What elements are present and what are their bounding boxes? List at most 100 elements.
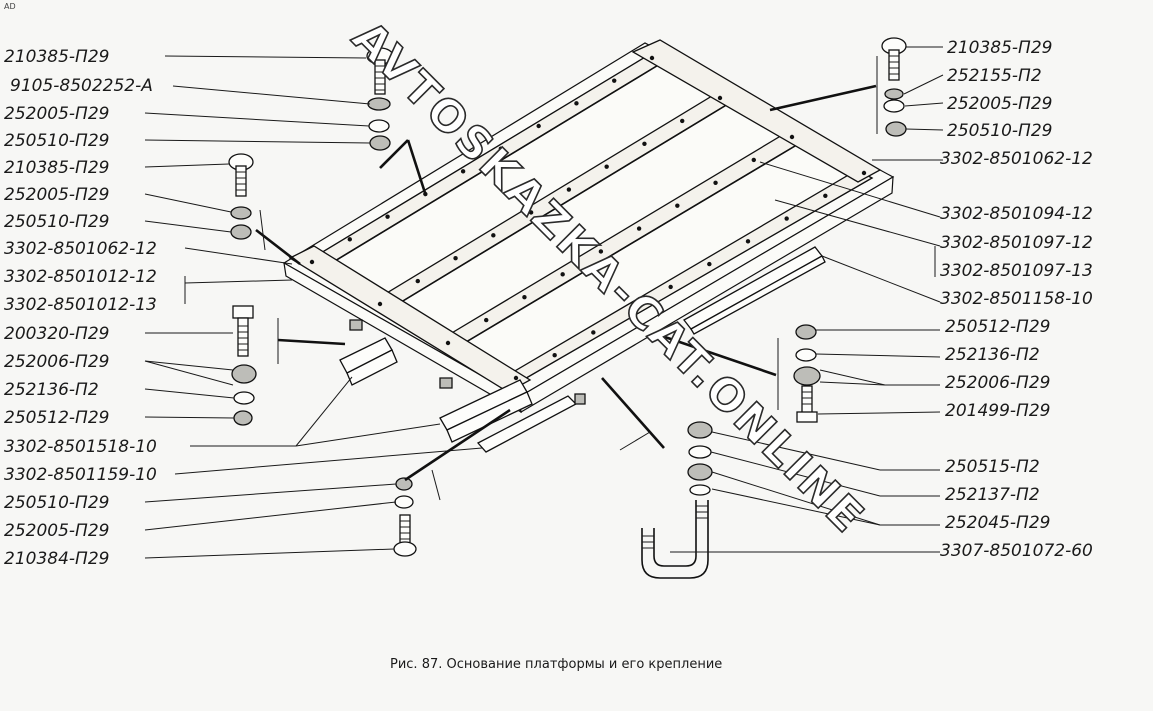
figure-caption: Рис. 87. Основание платформы и его крепл…: [390, 657, 722, 672]
nut: [233, 410, 253, 426]
bolt-head: [796, 411, 818, 423]
bolt-hole: [861, 170, 867, 176]
bolt-hole: [707, 261, 712, 267]
platform-frame: [282, 39, 895, 414]
washer: [367, 97, 391, 111]
bolt-hole: [823, 193, 828, 198]
washer: [368, 119, 390, 133]
bolt-hole: [528, 210, 534, 215]
part-label: 252005-П29: [947, 94, 1052, 114]
part-label: 210385-П29: [947, 38, 1052, 58]
bolt-shank: [374, 59, 386, 95]
bolt-hole: [347, 237, 352, 242]
bolt-hole: [536, 123, 541, 129]
bolt-hole: [629, 307, 635, 312]
u-bolt: [641, 500, 709, 579]
bolt-hole: [566, 187, 572, 192]
bolt-hole: [668, 284, 673, 290]
part-label: 3302-8501097-12: [940, 233, 1093, 253]
part-label: 210385-П29: [4, 158, 109, 178]
u-bolt-assembly: [641, 421, 713, 579]
washer: [230, 206, 252, 220]
bolt-hole: [642, 141, 647, 146]
washer: [689, 484, 711, 496]
rubber-bushing: [687, 463, 713, 481]
corner-mark: AD: [4, 2, 16, 11]
bolt-shank: [235, 165, 247, 197]
bolt-hole: [309, 259, 315, 265]
part-label: 250512-П29: [945, 317, 1050, 337]
bolt-stack-bottom: [393, 477, 417, 557]
bolt-hole: [574, 101, 579, 106]
bolt-hole: [717, 95, 723, 101]
leader-lines: [144, 46, 944, 559]
washer: [688, 445, 712, 459]
part-label: 200320-П29: [4, 324, 109, 344]
bolt-hole: [445, 340, 451, 346]
part-label: 210384-П29: [4, 549, 109, 569]
rubber-bushing: [793, 366, 821, 386]
part-label: 250510-П29: [4, 493, 109, 513]
part-label: 3302-8501012-12: [4, 267, 157, 287]
part-label: 250510-П29: [947, 121, 1052, 141]
nut: [795, 324, 817, 340]
nut: [395, 477, 413, 491]
washer: [394, 495, 414, 509]
part-label: 210385-П29: [4, 47, 109, 67]
nut: [687, 421, 713, 439]
bolt-shank: [237, 317, 249, 357]
bolt-hole: [636, 226, 642, 231]
part-label: 3302-8501159-10: [4, 465, 157, 485]
part-label: 3302-8501062-12: [940, 149, 1093, 169]
bolt-shank: [888, 49, 900, 81]
part-label: 252137-П2: [945, 485, 1040, 505]
part-label: 9105-8502252-А: [10, 76, 153, 96]
part-label: 201499-П29: [945, 401, 1050, 421]
bolt-hole: [604, 164, 609, 169]
nut: [230, 224, 252, 240]
nut: [885, 121, 907, 137]
part-labels-left: 210385-П29 9105-8502252-А 252005-П29 250…: [4, 47, 157, 569]
part-label: 250512-П29: [4, 408, 109, 428]
bolt-hole: [415, 278, 420, 284]
part-label: 3302-8501158-10: [940, 289, 1093, 309]
part-label: 3302-8501094-12: [940, 204, 1093, 224]
part-label: 3302-8501518-10: [4, 437, 157, 457]
part-label: 3307-8501072-60: [940, 541, 1093, 561]
bolt-hole: [675, 203, 680, 208]
bolt-hole: [680, 118, 685, 124]
part-label: 250510-П29: [4, 131, 109, 151]
bolt-hole: [591, 330, 596, 335]
nut: [369, 135, 391, 151]
bolt-head: [232, 305, 254, 319]
bolt-shank: [801, 385, 813, 415]
bolt-hole: [453, 256, 458, 261]
washer: [883, 99, 905, 113]
bolt-hole: [784, 216, 789, 221]
bolt-stack-lower-left: [231, 305, 257, 426]
bolt-hole: [385, 214, 390, 219]
support-beams: [339, 246, 826, 453]
part-label: 252005-П29: [4, 521, 109, 541]
part-label: 3302-8501012-13: [4, 295, 157, 315]
part-label: 252005-П29: [4, 185, 109, 205]
part-label: 250515-П2: [945, 457, 1040, 477]
bolt-hole: [484, 317, 489, 323]
bolt-hole: [751, 157, 756, 163]
washer: [884, 88, 904, 100]
bolt-stack-mid-left: [228, 153, 254, 240]
frame-bolt-holes: [309, 55, 867, 381]
bolt-shank: [399, 514, 411, 546]
bolt-hole: [552, 353, 557, 358]
bolt-head: [393, 541, 417, 557]
part-label: 252006-П29: [945, 373, 1050, 393]
bolt-hole: [745, 239, 751, 244]
bolt-hole: [377, 301, 383, 307]
bolt-hole: [491, 233, 496, 238]
bolt-hole: [513, 375, 519, 381]
bolt-hole: [789, 134, 795, 140]
part-label: 252155-П2: [947, 66, 1042, 86]
rubber-bushing: [231, 364, 257, 384]
bolt-hole: [713, 180, 718, 185]
bolt-stack-top-left: [366, 47, 394, 151]
